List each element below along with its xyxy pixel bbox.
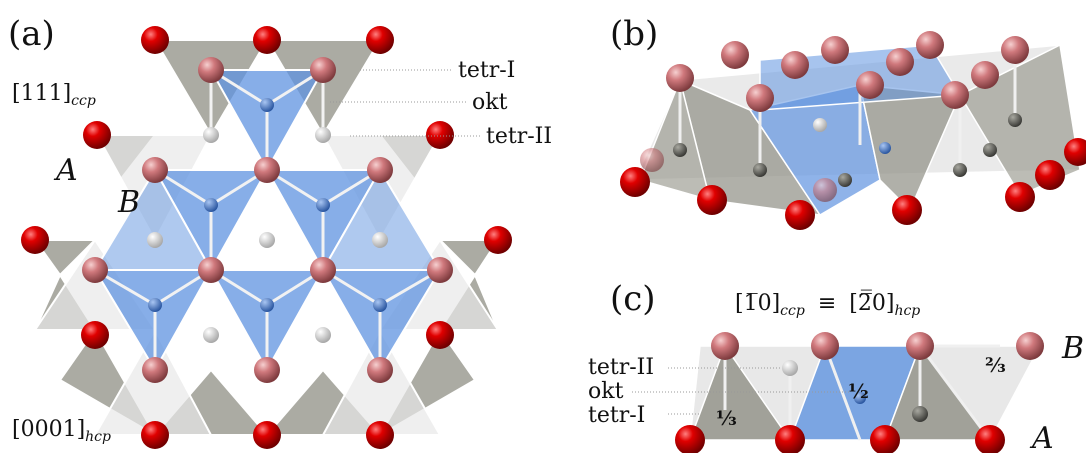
panel-c-anions-a — [675, 425, 1005, 453]
octahedral-cation — [204, 198, 218, 212]
layer-c-a-label: A — [1029, 421, 1054, 453]
panel-a: (a) [111]ccp A B tetr-I okt tetr-II [000… — [8, 14, 552, 449]
label-c-tetr-ii: tetr-II — [588, 355, 654, 380]
layer-b-label: B — [117, 185, 140, 220]
panel-a-label: (a) — [8, 14, 55, 54]
panel-a-leader-lines — [330, 69, 480, 137]
tetrahedral-cation — [203, 327, 219, 343]
octahedral-cation — [316, 198, 330, 212]
panel-b-anions-a — [620, 138, 1086, 230]
direction-top: [111]ccp — [12, 81, 96, 109]
fraction-two-thirds: ⅔ — [985, 353, 1006, 377]
label-okt: okt — [472, 90, 508, 115]
label-c-tetr-i: tetr-I — [588, 403, 645, 428]
panel-b: (b) — [610, 14, 1086, 230]
tetrahedral-cation — [315, 127, 331, 143]
panel-b-cations — [673, 113, 1022, 187]
panel-c-label: (c) — [610, 279, 656, 319]
direction-ccp-hcp: [1̅0]ccp ≡ [2̅̅0]hcp — [735, 290, 920, 321]
layer-c-b-label: B — [1061, 331, 1084, 366]
tetrahedral-cation — [203, 127, 219, 143]
panel-c: (c) [1̅0]ccp ≡ [2̅̅0]hcp tetr-II okt tet… — [588, 279, 1084, 453]
panel-a-anions-b — [82, 57, 453, 383]
octahedral-cation — [148, 298, 162, 312]
octahedral-cation — [260, 98, 274, 112]
octahedral-cation — [373, 298, 387, 312]
tetrahedral-cation — [259, 232, 275, 248]
panel-a-octahedra — [93, 69, 442, 373]
panel-b-label: (b) — [610, 14, 658, 54]
panel-a-cations — [147, 98, 388, 343]
panel-a-anions-a — [21, 26, 512, 449]
layer-a-label: A — [53, 153, 78, 188]
panel-b-anions-b — [640, 31, 1029, 202]
octahedral-cation — [260, 298, 274, 312]
panel-c-leader-lines — [632, 367, 850, 415]
tetrahedral-cation — [315, 327, 331, 343]
label-tetr-ii: tetr-II — [486, 124, 552, 149]
panel-c-anions-b — [711, 332, 1044, 360]
tetrahedral-cation — [147, 232, 163, 248]
label-c-okt: okt — [588, 379, 624, 404]
tetrahedral-cation — [372, 232, 388, 248]
fraction-one-half: ½ — [848, 379, 869, 403]
direction-bottom: [0001]hcp — [12, 417, 111, 445]
label-tetr-i: tetr-I — [458, 58, 515, 83]
panel-c-polyhedra — [688, 344, 1042, 441]
panel-c-cations — [782, 360, 928, 422]
fraction-one-third: ⅓ — [716, 406, 737, 430]
